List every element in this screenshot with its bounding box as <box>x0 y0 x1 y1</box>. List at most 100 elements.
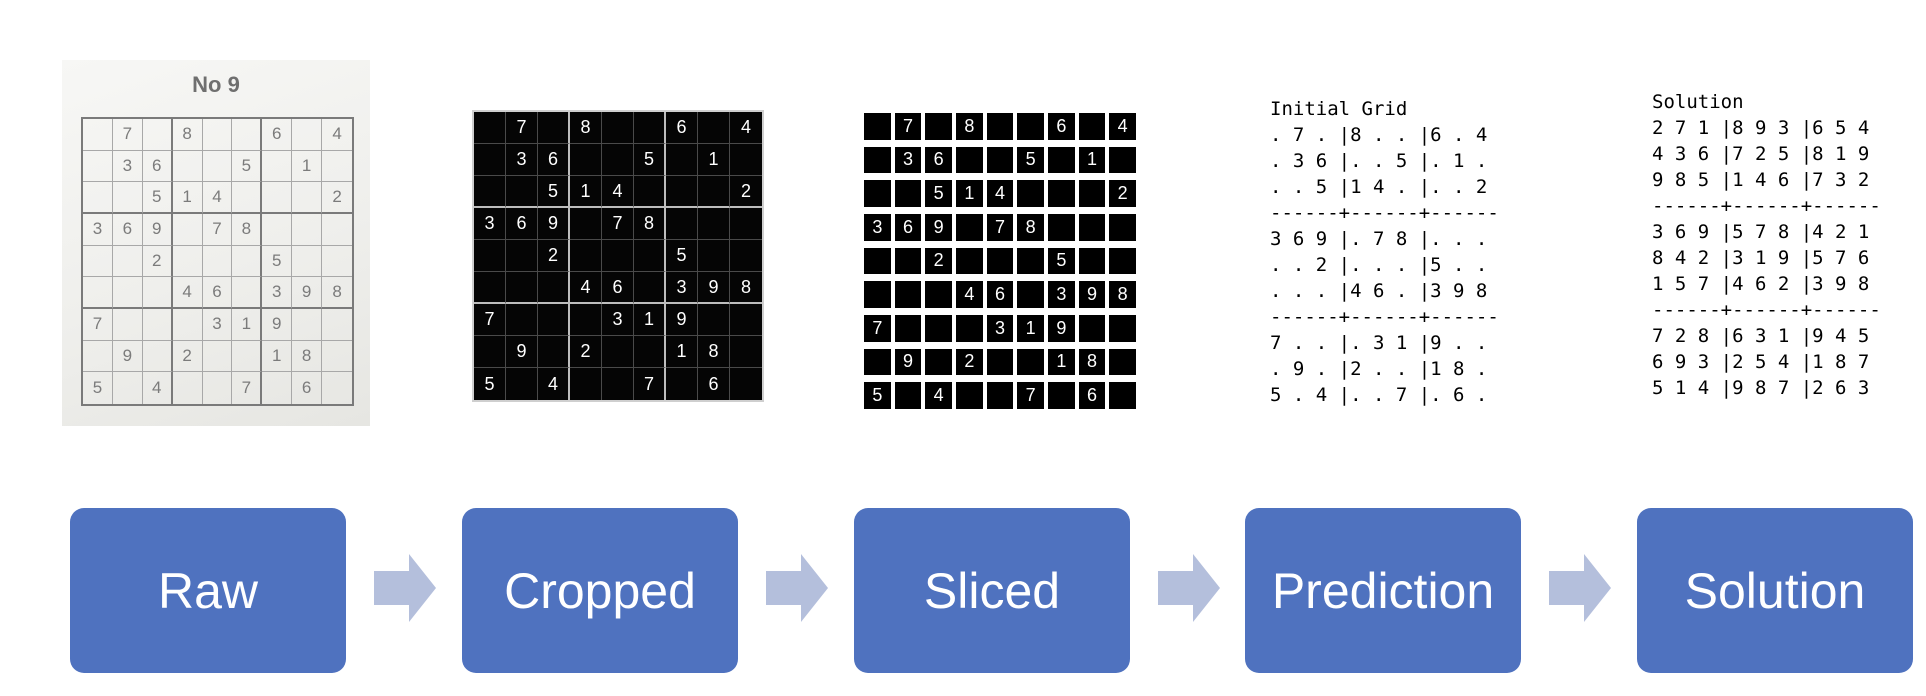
sliced-cell <box>1047 180 1075 207</box>
cropped-grid-cell <box>570 240 602 272</box>
cropped-grid-cell: 7 <box>634 368 666 400</box>
sliced-cell: 5 <box>925 180 952 207</box>
raw-grid-cell: 1 <box>232 308 263 341</box>
sliced-cell <box>894 382 922 409</box>
raw-grid-cell: 1 <box>262 340 293 373</box>
raw-grid-cell <box>142 308 173 341</box>
cropped-grid-cell: 9 <box>666 304 698 336</box>
sliced-cell: 4 <box>925 382 952 409</box>
raw-grid-cell <box>142 340 173 373</box>
cropped-grid-cell <box>666 176 698 208</box>
stage-box-raw: Raw <box>70 508 346 673</box>
sliced-cell: 6 <box>925 146 952 174</box>
raw-grid-cell: 5 <box>262 245 293 278</box>
solution-grid-line: 9 8 5 |1 4 6 |7 3 2 <box>1652 169 1870 191</box>
prediction-text-panel: Initial Grid. 7 . |8 . . |6 . 4. 3 6 |. … <box>1270 96 1499 408</box>
sliced-caption-fragment <box>866 418 986 424</box>
cropped-grid-cell <box>602 368 634 400</box>
cropped-grid-cell <box>698 176 730 208</box>
raw-grid-cell <box>83 340 113 373</box>
cropped-grid-cell <box>698 112 730 144</box>
sliced-cell: 6 <box>894 213 922 241</box>
sliced-cell <box>925 113 952 140</box>
sliced-cell <box>955 213 983 241</box>
cropped-grid-cell: 6 <box>698 368 730 400</box>
cropped-grid-cell: 9 <box>538 208 570 240</box>
cropped-grid-cell <box>730 208 762 240</box>
solution-grid-line: ------+------+------ <box>1652 195 1881 217</box>
raw-grid-cell <box>112 245 143 278</box>
cropped-grid-cell: 4 <box>730 112 762 144</box>
cropped-grid-cell <box>474 112 506 144</box>
sliced-cell <box>894 180 922 207</box>
sliced-cell <box>1109 314 1136 342</box>
raw-grid-cell <box>322 341 352 373</box>
sliced-cell: 2 <box>1109 180 1136 207</box>
cropped-grid-cell <box>474 336 506 368</box>
sliced-cell: 8 <box>1017 213 1044 241</box>
sliced-cell: 6 <box>1047 113 1075 140</box>
sliced-cell <box>1017 348 1044 376</box>
solution-grid-line: 4 3 6 |7 2 5 |8 1 9 <box>1652 143 1870 165</box>
cropped-grid-cell: 5 <box>666 240 698 272</box>
sliced-cell <box>1047 382 1075 409</box>
raw-grid-cell <box>262 213 293 246</box>
cropped-grid-cell: 9 <box>506 336 538 368</box>
cropped-grid-cell: 7 <box>602 208 634 240</box>
raw-grid-cell: 1 <box>292 150 323 183</box>
cropped-grid-cell: 4 <box>538 368 570 400</box>
raw-grid-cell: 5 <box>232 150 263 183</box>
raw-grid-cell: 8 <box>322 277 352 309</box>
sliced-cell <box>1017 281 1044 308</box>
raw-grid-cell: 9 <box>292 277 323 309</box>
sliced-cell <box>1017 247 1044 275</box>
raw-grid-cell <box>322 372 352 404</box>
sliced-cell: 9 <box>1047 314 1075 342</box>
cropped-grid-cell <box>730 336 762 368</box>
sliced-cell <box>1078 180 1106 207</box>
sliced-cell <box>925 348 952 376</box>
prediction-panel-title: Initial Grid <box>1270 98 1408 120</box>
cropped-grid-cell <box>602 336 634 368</box>
raw-grid-cell: 3 <box>83 213 113 246</box>
prediction-grid-line: ------+------+------ <box>1270 306 1499 328</box>
raw-grid-cell: 9 <box>112 340 143 373</box>
cropped-grid-cell <box>506 272 538 304</box>
sliced-cell <box>955 146 983 174</box>
cropped-grid-cell: 8 <box>634 208 666 240</box>
sliced-cell: 6 <box>986 281 1014 308</box>
cropped-grid-cell <box>698 240 730 272</box>
cropped-grid-cell: 6 <box>538 144 570 176</box>
cropped-grid-cell <box>698 304 730 336</box>
stage-box-prediction: Prediction <box>1245 508 1521 673</box>
raw-grid-cell <box>203 372 233 404</box>
prediction-grid-line: 7 . . |. 3 1 |9 . . <box>1270 332 1488 354</box>
cropped-grid-cell: 8 <box>570 112 602 144</box>
prediction-grid-line: . 7 . |8 . . |6 . 4 <box>1270 124 1488 146</box>
raw-grid-cell <box>172 308 203 341</box>
sliced-cell: 4 <box>1109 113 1136 140</box>
cropped-grid-cell: 1 <box>634 304 666 336</box>
sliced-cell <box>1078 247 1106 275</box>
cropped-grid-cell: 3 <box>602 304 634 336</box>
raw-grid-cell: 9 <box>142 213 173 246</box>
raw-grid-cell <box>172 150 203 183</box>
raw-grid-cell: 8 <box>232 213 263 246</box>
sliced-cell <box>864 180 891 207</box>
cropped-grid-cell: 1 <box>698 144 730 176</box>
solution-panel-title: Solution <box>1652 91 1744 113</box>
raw-grid-cell <box>112 277 143 309</box>
cropped-grid-cell <box>570 304 602 336</box>
prediction-grid-line: . . . |4 6 . |3 9 8 <box>1270 280 1488 302</box>
cropped-grid-cell: 3 <box>474 208 506 240</box>
sliced-cell <box>955 314 983 342</box>
cropped-grid-cell: 7 <box>474 304 506 336</box>
arrow-right-icon <box>766 554 828 622</box>
cropped-grid-cell: 8 <box>698 336 730 368</box>
raw-grid-cell <box>172 213 203 246</box>
raw-grid-cell: 9 <box>262 308 293 341</box>
raw-grid-cell: 7 <box>83 308 113 341</box>
